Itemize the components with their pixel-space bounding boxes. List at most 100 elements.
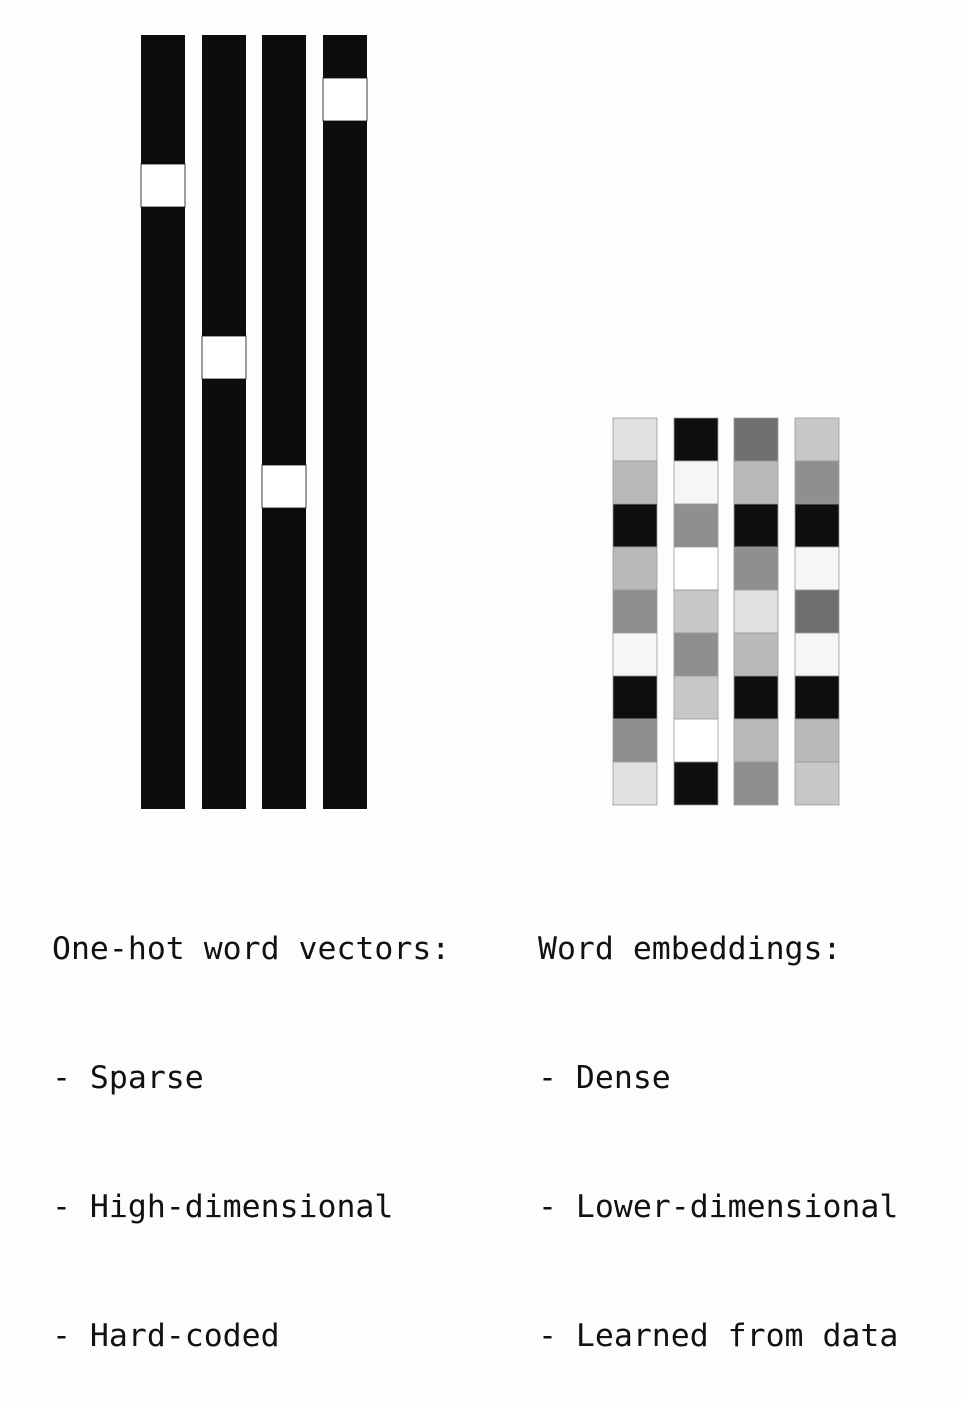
one-hot-zero-cell	[141, 207, 185, 250]
one-hot-zero-cell	[262, 293, 306, 336]
one-hot-zero-cell	[262, 723, 306, 766]
embedding-vector-4	[794, 417, 840, 806]
embedding-caption-title: Word embeddings:	[538, 931, 842, 967]
one-hot-vectors	[140, 35, 368, 809]
one-hot-zero-cell	[262, 121, 306, 164]
embedding-cell	[673, 589, 719, 634]
one-hot-zero-cell	[202, 723, 246, 766]
one-hot-zero-cell	[141, 35, 185, 78]
embedding-cell	[733, 503, 779, 548]
one-hot-zero-cell	[141, 422, 185, 465]
embedding-cell	[612, 503, 658, 548]
one-hot-zero-cell	[202, 164, 246, 207]
one-hot-zero-cell	[262, 35, 306, 78]
one-hot-zero-cell	[202, 293, 246, 336]
one-hot-zero-cell	[323, 723, 367, 766]
embedding-cell	[733, 761, 779, 806]
one-hot-zero-cell	[323, 551, 367, 594]
embedding-cell	[673, 503, 719, 548]
embedding-cell	[794, 546, 840, 591]
embedding-cell	[733, 632, 779, 677]
one-hot-zero-cell	[141, 637, 185, 680]
one-hot-zero-cell	[323, 336, 367, 379]
one-hot-zero-cell	[323, 164, 367, 207]
one-hot-zero-cell	[262, 551, 306, 594]
one-hot-zero-cell	[323, 121, 367, 164]
embedding-cell	[794, 675, 840, 720]
one-hot-caption-point-high-dimensional: - High-dimensional	[52, 1189, 394, 1225]
one-hot-zero-cell	[323, 594, 367, 637]
embedding-cell	[794, 417, 840, 462]
embedding-cell	[612, 761, 658, 806]
embedding-cell	[794, 503, 840, 548]
embedding-cell	[794, 632, 840, 677]
one-hot-zero-cell	[141, 293, 185, 336]
one-hot-zero-cell	[262, 594, 306, 637]
one-hot-vector-3	[261, 35, 307, 809]
embedding-cell	[733, 417, 779, 462]
one-hot-zero-cell	[323, 766, 367, 809]
embedding-vector-2	[673, 417, 719, 806]
embedding-cell	[673, 718, 719, 763]
one-hot-zero-cell	[262, 164, 306, 207]
one-hot-zero-cell	[202, 422, 246, 465]
one-hot-zero-cell	[141, 78, 185, 121]
one-hot-zero-cell	[262, 78, 306, 121]
one-hot-zero-cell	[323, 508, 367, 551]
embedding-cell	[612, 675, 658, 720]
embedding-cell	[673, 632, 719, 677]
one-hot-zero-cell	[262, 508, 306, 551]
one-hot-caption-point-hard-coded: - Hard-coded	[52, 1318, 280, 1354]
one-hot-zero-cell	[141, 508, 185, 551]
one-hot-zero-cell	[262, 379, 306, 422]
embedding-cell	[612, 546, 658, 591]
one-hot-zero-cell	[323, 422, 367, 465]
one-hot-active-cell	[201, 335, 247, 380]
one-hot-zero-cell	[262, 637, 306, 680]
one-hot-zero-cell	[202, 379, 246, 422]
one-hot-zero-cell	[202, 250, 246, 293]
one-hot-zero-cell	[323, 465, 367, 508]
embedding-cell	[673, 417, 719, 462]
embedding-cell	[673, 675, 719, 720]
one-hot-caption-point-sparse: - Sparse	[52, 1060, 204, 1096]
embedding-cell	[612, 460, 658, 505]
embedding-cell	[673, 460, 719, 505]
embedding-caption-point-learned: - Learned from data	[538, 1318, 899, 1354]
embedding-cell	[612, 417, 658, 462]
word-embedding-vectors	[612, 417, 840, 806]
one-hot-active-cell	[261, 464, 307, 509]
one-hot-zero-cell	[202, 207, 246, 250]
one-hot-zero-cell	[141, 121, 185, 164]
embedding-vector-1	[612, 417, 658, 806]
one-hot-zero-cell	[202, 594, 246, 637]
one-hot-zero-cell	[141, 680, 185, 723]
embedding-cell	[612, 589, 658, 634]
one-hot-vector-1	[140, 35, 186, 809]
embedding-cell	[733, 675, 779, 720]
one-hot-zero-cell	[141, 250, 185, 293]
vector-comparison-figure	[140, 35, 840, 809]
one-hot-vector-2	[201, 35, 247, 809]
one-hot-active-cell	[322, 77, 368, 122]
one-hot-zero-cell	[141, 766, 185, 809]
embedding-cell	[733, 546, 779, 591]
one-hot-zero-cell	[323, 637, 367, 680]
embedding-caption-point-dense: - Dense	[538, 1060, 671, 1096]
one-hot-zero-cell	[202, 121, 246, 164]
one-hot-caption-title: One-hot word vectors:	[52, 931, 451, 967]
embedding-cell	[612, 632, 658, 677]
embedding-cell	[612, 718, 658, 763]
one-hot-zero-cell	[202, 680, 246, 723]
embedding-cell	[794, 589, 840, 634]
one-hot-zero-cell	[141, 336, 185, 379]
embedding-cell	[733, 589, 779, 634]
one-hot-zero-cell	[202, 78, 246, 121]
one-hot-zero-cell	[323, 207, 367, 250]
one-hot-zero-cell	[141, 594, 185, 637]
one-hot-zero-cell	[202, 465, 246, 508]
one-hot-zero-cell	[202, 35, 246, 78]
one-hot-zero-cell	[202, 766, 246, 809]
one-hot-zero-cell	[141, 465, 185, 508]
one-hot-zero-cell	[141, 379, 185, 422]
